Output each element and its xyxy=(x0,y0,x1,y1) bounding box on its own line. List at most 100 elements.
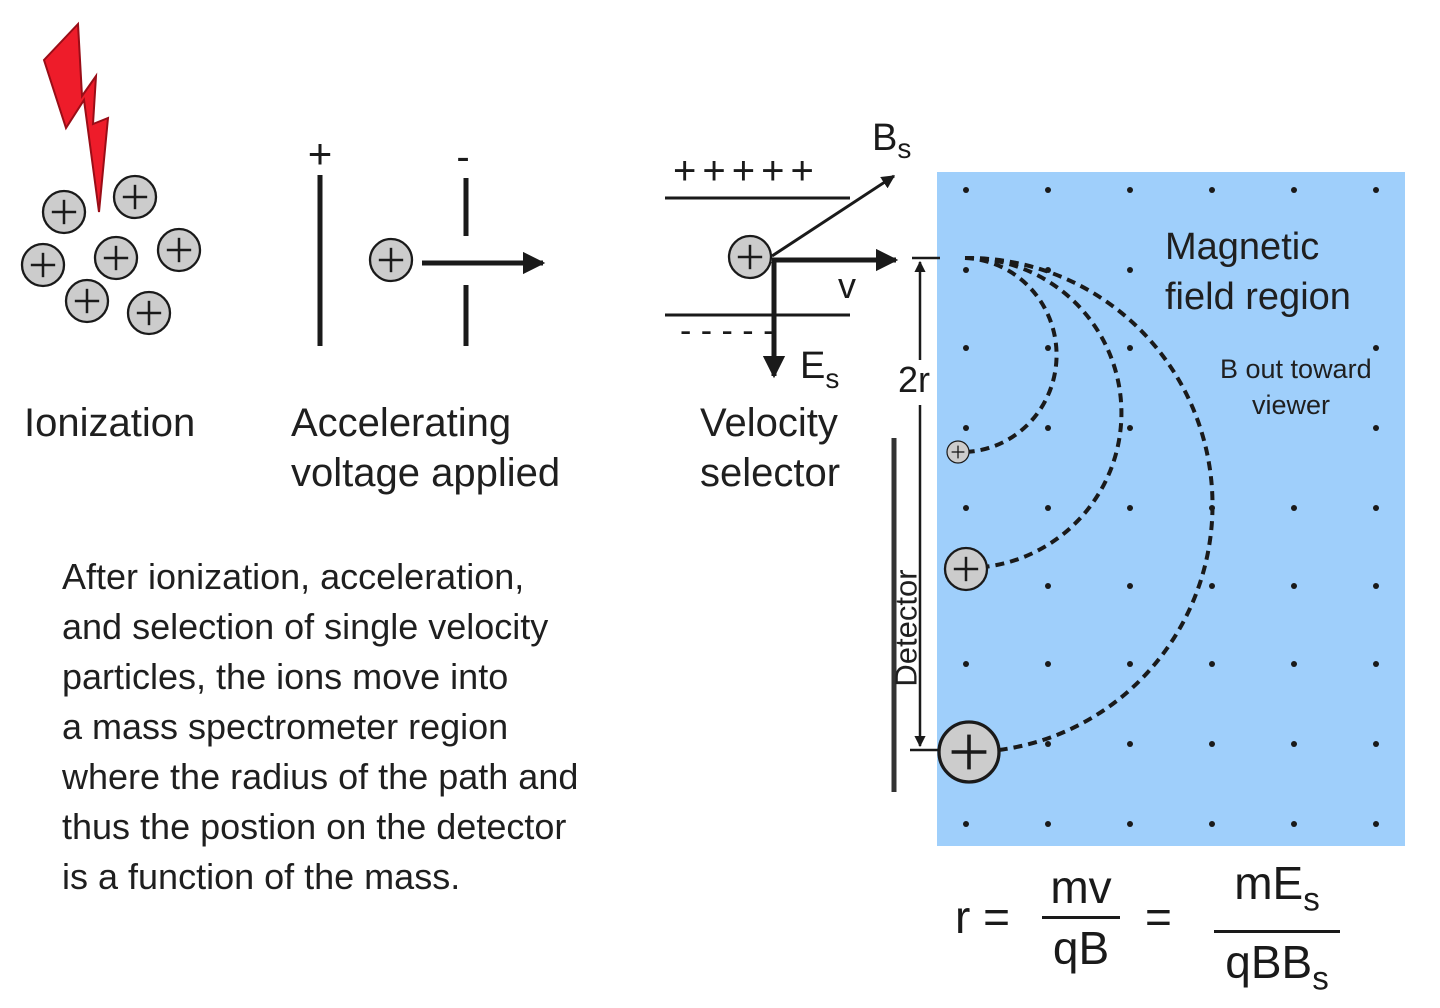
field-dot xyxy=(963,267,969,273)
field-dot xyxy=(963,345,969,351)
field-dot xyxy=(1291,187,1297,193)
field-dot xyxy=(1045,661,1051,667)
b-out-label-line2: viewer xyxy=(1252,390,1331,420)
field-dot xyxy=(1209,661,1215,667)
detector-label: Detector xyxy=(888,569,924,687)
field-dot xyxy=(1209,821,1215,827)
field-dot xyxy=(1373,583,1379,589)
positive-ion-icon xyxy=(41,189,87,235)
magnetic-region-label-line1: Magnetic xyxy=(1165,226,1320,268)
denominator-qbbs-sub: s xyxy=(1312,960,1329,998)
description-line: After ionization, acceleration, xyxy=(62,556,525,597)
field-dot xyxy=(963,661,969,667)
negative-plate-signs: - - - - - xyxy=(680,312,774,350)
field-dot xyxy=(1127,187,1133,193)
description-paragraph: After ionization, acceleration, and sele… xyxy=(62,552,578,902)
field-dot xyxy=(1373,821,1379,827)
ionization-label: Ionization xyxy=(24,401,196,445)
field-dot xyxy=(1209,187,1215,193)
field-dot xyxy=(963,187,969,193)
field-dot xyxy=(1045,425,1051,431)
ion-cloud xyxy=(20,174,202,336)
positive-ion-icon xyxy=(943,546,989,592)
field-dot xyxy=(1291,661,1297,667)
field-dot xyxy=(1291,505,1297,511)
numerator-mes-main: mE xyxy=(1234,857,1304,909)
field-dot xyxy=(1373,345,1379,351)
magnetic-field-region xyxy=(937,172,1405,846)
fraction-bar xyxy=(1042,916,1120,919)
field-dot xyxy=(1127,505,1133,511)
equation-equals: = xyxy=(1145,891,1172,943)
field-dot xyxy=(1045,741,1051,747)
field-dot xyxy=(1373,425,1379,431)
field-dot xyxy=(1127,661,1133,667)
velocity-selector-label-line2: selector xyxy=(700,451,841,495)
positive-ion-icon xyxy=(93,235,139,281)
description-line: particles, the ions move into xyxy=(62,656,509,697)
positive-ion-icon xyxy=(937,720,1001,784)
v-label: v xyxy=(838,265,856,306)
field-dot xyxy=(1291,583,1297,589)
denominator-qb: qB xyxy=(1052,922,1110,974)
field-dot xyxy=(963,505,969,511)
two-r-label: 2r xyxy=(898,359,930,400)
trajectory-medium-ion xyxy=(964,255,1124,570)
velocity-selector-label-line1: Velocity xyxy=(700,401,838,445)
bs-label: Bs xyxy=(872,117,911,164)
positive-ion-icon xyxy=(64,278,110,324)
denominator-qbbs-main: qBB xyxy=(1225,935,1313,988)
description-line: where the radius of the path and xyxy=(62,756,579,797)
description-line: and selection of single velocity xyxy=(62,606,549,647)
positive-ion-icon xyxy=(368,237,414,283)
plus-sign: + xyxy=(308,130,333,177)
accelerating-label-line1: Accelerating xyxy=(291,401,512,445)
field-dot xyxy=(1373,505,1379,511)
equation-lhs: r = xyxy=(955,891,1010,943)
field-dot xyxy=(1127,267,1133,273)
field-dot xyxy=(1373,741,1379,747)
bs-vector-arrow xyxy=(771,174,896,258)
b-out-label-line1: B out toward xyxy=(1220,354,1372,384)
fraction-mv-qb: mv qB xyxy=(1042,860,1120,975)
field-dot xyxy=(1045,505,1051,511)
positive-ion-icon xyxy=(946,440,970,464)
field-dot xyxy=(1209,583,1215,589)
accelerating-label-line2: voltage applied xyxy=(291,451,561,495)
positive-ion-icon xyxy=(20,242,66,288)
numerator-mv: mv xyxy=(1050,861,1112,913)
field-dot xyxy=(1127,741,1133,747)
numerator-mes-sub: s xyxy=(1303,881,1320,919)
positive-ion-icon xyxy=(126,290,172,336)
fraction-mes-qbbs: mEs qBBs xyxy=(1214,856,1340,1006)
fraction-bar xyxy=(1214,929,1340,933)
field-dot xyxy=(963,425,969,431)
positive-ion-icon xyxy=(156,227,202,273)
field-dot xyxy=(1291,821,1297,827)
field-dot xyxy=(1127,345,1133,351)
field-dot xyxy=(963,821,969,827)
positive-ion-icon xyxy=(112,174,158,220)
trajectory-heavy-ion xyxy=(964,255,1215,754)
field-dot xyxy=(1045,345,1051,351)
positive-plate-signs: +++++ xyxy=(673,149,820,193)
es-label: Es xyxy=(800,345,839,394)
lightning-bolt-icon xyxy=(42,21,110,213)
trajectory-light-ion xyxy=(957,256,1059,455)
field-dot xyxy=(1291,741,1297,747)
description-line: is a function of the mass. xyxy=(62,856,461,897)
field-dot xyxy=(1127,821,1133,827)
minus-sign: - xyxy=(456,135,469,179)
magnetic-region-label-line2: field region xyxy=(1165,276,1351,318)
field-dot xyxy=(1373,661,1379,667)
field-dot xyxy=(1127,583,1133,589)
field-dot xyxy=(1127,425,1133,431)
field-dot xyxy=(1045,583,1051,589)
description-line: a mass spectrometer region xyxy=(62,706,509,747)
field-dot xyxy=(1373,187,1379,193)
numerator-mes: mEs xyxy=(1214,856,1340,928)
ion-trajectories xyxy=(957,255,1215,754)
positive-ion-icon xyxy=(727,234,773,280)
